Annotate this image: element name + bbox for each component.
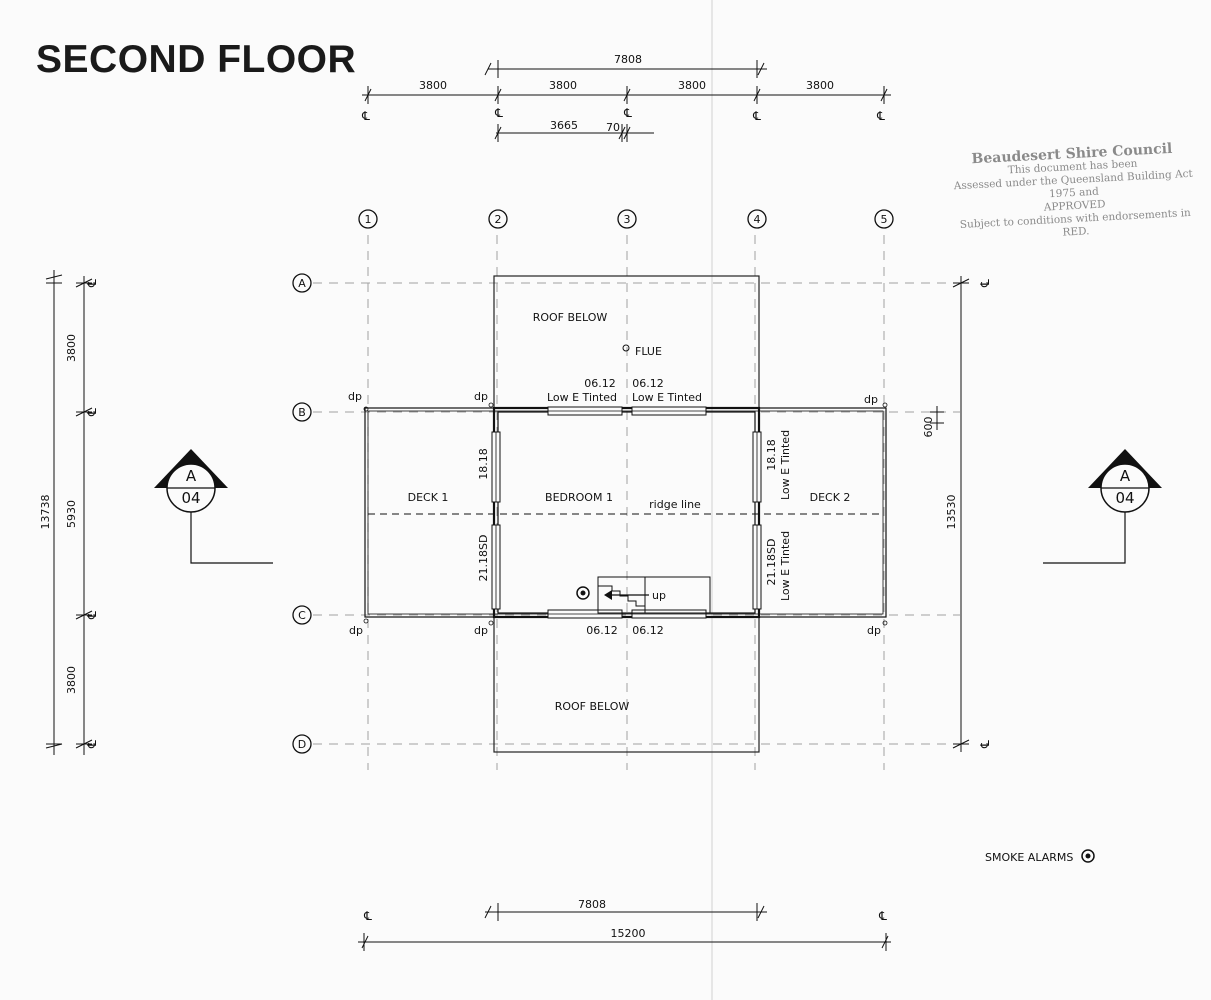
centerline-symbol: ℄ — [85, 279, 99, 288]
building-walls — [364, 406, 887, 619]
dim-left-1: 3800 — [65, 334, 78, 362]
right-dimension-lines — [930, 276, 970, 752]
grid-label-5: 5 — [881, 213, 888, 226]
downpipe-label: dp — [349, 624, 363, 637]
downpipe-label: dp — [864, 393, 878, 406]
grid-label-A: A — [298, 277, 306, 290]
downpipe-marker — [488, 402, 494, 408]
centerline-symbol: ℄ — [623, 106, 632, 120]
room-label-deck-2: DECK 2 — [810, 491, 851, 504]
dim-left-3: 3800 — [65, 666, 78, 694]
centerline-symbol: ℄ — [752, 109, 761, 123]
grid-label-B: B — [298, 406, 306, 419]
legend-smoke-alarm-icon — [1081, 849, 1095, 863]
downpipe-label: dp — [474, 624, 488, 637]
window-label-right-upper-type: Low E Tinted — [779, 430, 792, 500]
dim-left-overall: 13738 — [39, 495, 52, 530]
dim-right-overall: 13530 — [945, 495, 958, 530]
centerline-symbol: ℄ — [978, 279, 992, 288]
grid-bubble-2 — [488, 209, 508, 229]
centerline-symbol: ℄ — [85, 740, 99, 749]
window-label-left-lower: 21.18SD — [477, 535, 490, 582]
window-label-right-lower-size: 21.18SD — [765, 539, 778, 586]
ridge-line-label: ridge line — [649, 498, 701, 511]
smoke-alarm-symbol — [576, 586, 590, 600]
window-label-top-right-type: Low E Tinted — [632, 391, 702, 404]
downpipe-marker — [363, 618, 369, 624]
dim-top-bay-4: 3800 — [806, 79, 834, 92]
window-label-right-lower-type: Low E Tinted — [779, 531, 792, 601]
grid-bubble-D — [292, 734, 312, 754]
centerline-symbol: ℄ — [978, 740, 992, 749]
grid-label-1: 1 — [365, 213, 372, 226]
dim-top-overall: 7808 — [614, 53, 642, 66]
dim-top-sub: 3665 — [550, 119, 578, 132]
window-label-top-left-size: 06.12 — [584, 377, 616, 390]
dim-top-sub-gap: 70 — [606, 121, 620, 134]
stair — [597, 576, 711, 614]
stair-direction-arrow — [604, 590, 649, 600]
downpipe-label: dp — [474, 390, 488, 403]
flue-label: FLUE — [635, 345, 662, 358]
grid-label-4: 4 — [754, 213, 761, 226]
section-marker-right-letter: A — [1120, 467, 1131, 485]
downpipe-label: dp — [348, 390, 362, 403]
window-label-bottom-right: 06.12 — [632, 624, 664, 637]
centerline-symbol: ℄ — [85, 408, 99, 417]
top-dimension-lines — [362, 60, 891, 142]
dim-top-bay-3: 3800 — [678, 79, 706, 92]
grid-label-3: 3 — [624, 213, 631, 226]
grid-bubble-C — [292, 605, 312, 625]
centerline-symbol: ℄ — [876, 109, 885, 123]
downpipe-marker — [363, 406, 369, 412]
section-marker-right-sheet: 04 — [1115, 489, 1134, 507]
downpipe-marker — [882, 620, 888, 626]
room-label-roof-below-top: ROOF BELOW — [533, 311, 608, 324]
centerline-symbol: ℄ — [878, 909, 887, 923]
centerline-symbol: ℄ — [494, 106, 503, 120]
downpipe-marker — [882, 402, 888, 408]
dim-left-2: 5930 — [65, 500, 78, 528]
dim-top-bay-1: 3800 — [419, 79, 447, 92]
grid-bubble-3 — [617, 209, 637, 229]
room-label-roof-below-bottom: ROOF BELOW — [555, 700, 630, 713]
stair-up-label: up — [652, 589, 666, 602]
centerline-symbol: ℄ — [361, 109, 370, 123]
grid-label-2: 2 — [495, 213, 502, 226]
section-marker-left: A 04 — [154, 449, 273, 564]
grid-bubble-5 — [874, 209, 894, 229]
dim-bottom-inner: 7808 — [578, 898, 606, 911]
downpipe-marker — [488, 620, 494, 626]
flue-symbol — [622, 344, 630, 352]
downpipe-label: dp — [867, 624, 881, 637]
grid-bubble-4 — [747, 209, 767, 229]
legend-smoke-alarms-label: SMOKE ALARMS — [985, 851, 1073, 864]
grid-label-D: D — [298, 738, 306, 751]
dim-right-offset: 600 — [922, 417, 935, 438]
section-marker-left-sheet: 04 — [181, 489, 200, 507]
room-label-deck-1: DECK 1 — [408, 491, 449, 504]
centerline-symbol: ℄ — [85, 611, 99, 620]
centerline-symbol: ℄ — [363, 909, 372, 923]
grid-label-C: C — [298, 609, 306, 622]
window-label-right-upper-size: 18.18 — [765, 439, 778, 471]
section-marker-left-letter: A — [186, 467, 197, 485]
dim-bottom-overall: 15200 — [611, 927, 646, 940]
page-title: SECOND FLOOR — [36, 38, 357, 81]
bottom-dimension-lines — [358, 903, 891, 951]
section-marker-right: A 04 — [1043, 449, 1162, 564]
room-label-bedroom-1: BEDROOM 1 — [545, 491, 613, 504]
grid-bubble-B — [292, 402, 312, 422]
window-label-top-left-type: Low E Tinted — [547, 391, 617, 404]
left-dimension-lines — [45, 270, 93, 755]
window-label-top-right-size: 06.12 — [632, 377, 664, 390]
dim-top-bay-2: 3800 — [549, 79, 577, 92]
window-label-left-upper: 18.18 — [477, 448, 490, 480]
window-label-bottom-left: 06.12 — [586, 624, 618, 637]
grid-bubble-1 — [358, 209, 378, 229]
grid-bubble-A — [292, 273, 312, 293]
